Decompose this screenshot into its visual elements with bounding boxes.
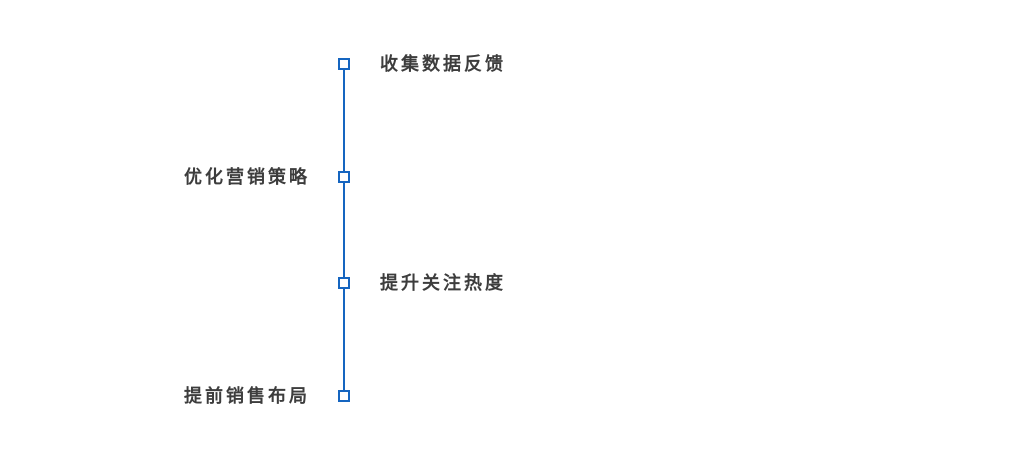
timeline-node-3: [338, 277, 350, 289]
timeline-label-1: 收集数据反馈: [380, 54, 506, 75]
timeline-label-4: 提前销售布局: [184, 386, 310, 407]
timeline-label-3: 提升关注热度: [380, 273, 506, 294]
timeline-node-2: [338, 171, 350, 183]
timeline-line: [343, 64, 345, 397]
timeline-node-4: [338, 390, 350, 402]
timeline-label-2: 优化营销策略: [184, 167, 310, 188]
timeline-node-1: [338, 58, 350, 70]
